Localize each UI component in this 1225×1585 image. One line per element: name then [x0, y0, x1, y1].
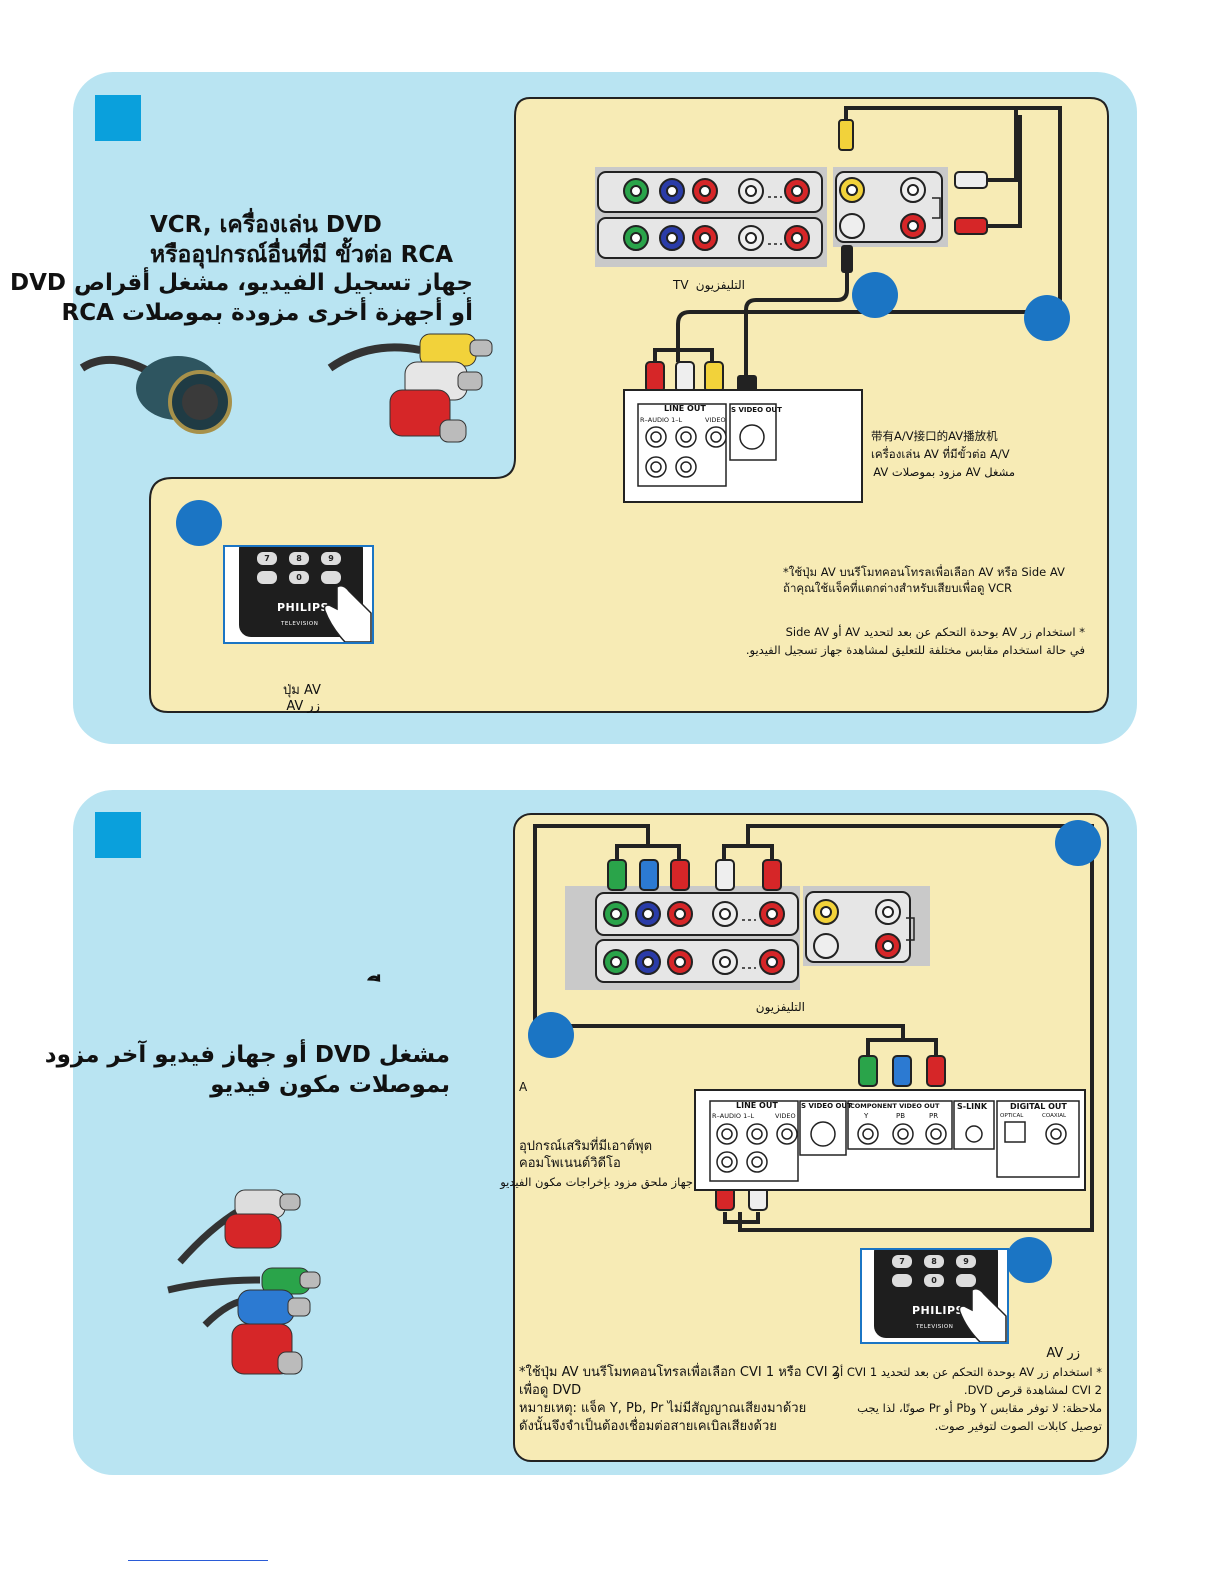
note-ar-p2-3: ملاحظة: لا توفر مقابس Y وPb أو Pr صوتًا،…	[857, 1401, 1102, 1415]
remote-illustration-1: 7 8 9 0 PHILIPS TELEVISION	[223, 545, 374, 644]
key-av-right	[321, 571, 341, 584]
remote-brand-sub: TELEVISION	[281, 621, 319, 627]
device-svideo-out: S VIDEO OUT	[801, 1102, 852, 1110]
device-label-th-1: อุปกรณ์เสริมที่มีเอาต์พุต	[519, 1139, 653, 1154]
step-marker-device	[528, 1012, 574, 1058]
player-video-label: VIDEO	[705, 416, 726, 424]
device-pb-label: PB	[896, 1112, 906, 1120]
key-av	[257, 571, 277, 584]
tv-label-ar: التليفزيون	[695, 278, 745, 292]
button-label-th: ปุ่ม AV	[283, 683, 321, 698]
device-optical: OPTICAL	[1000, 1113, 1024, 1119]
tv-label-en: TV	[673, 278, 689, 292]
note-th-p2-3: หมายเหตุ: แจ็ค Y, Pb, Pr ไม่มีสัญญาณเสีย…	[519, 1401, 807, 1416]
step-marker-remote-1	[176, 500, 222, 546]
note-th-1: *ใช้ปุ่ม AV บนรีโมทคอนโทรลเพื่อเลือก AV …	[783, 565, 1065, 579]
key-av	[892, 1274, 912, 1287]
heading-ar-p2-2: بموصلات مكون فيديو	[210, 1072, 450, 1098]
step-1-marker	[95, 95, 141, 141]
button-label-ar: زر AV	[286, 699, 320, 714]
small-a-label: A	[519, 1080, 528, 1094]
device-y-label: Y	[864, 1112, 869, 1120]
device-video-label: VIDEO	[775, 1112, 796, 1120]
pointing-hand-icon	[323, 584, 372, 642]
heading-ar-p2-1: مشغل DVD أو جهاز فيديو آخر مزود	[44, 1042, 450, 1068]
note-th-p2-2: เพื่อดู DVD	[519, 1383, 582, 1398]
button-label-ar-p2: زر AV	[1046, 1346, 1080, 1361]
tv-label-ar-p2: التليفزيون	[755, 1000, 805, 1014]
player-line-out: LINE OUT	[664, 404, 706, 413]
note-th-p2-4: ดังนั้นจึงจำเป็นต้องเชื่อมต่อสายเคเบิลเส…	[519, 1419, 777, 1434]
note-ar-p2-1: * استخدام زر AV بوحدة التحكم عن بعد لتحد…	[834, 1365, 1103, 1379]
player-label-ar: مشغل AV مزود بموصلات AV	[873, 465, 1015, 479]
heading-th-1: VCR, เครื่องเล่น DVD	[150, 212, 382, 238]
key-9: 9	[321, 552, 341, 565]
device-coaxial: COAXIAL	[1042, 1113, 1067, 1119]
key-0: 0	[289, 571, 309, 584]
step-2-marker	[95, 812, 141, 858]
note-ar-2: في حالة استخدام مقابس مختلفة للتعليق لمش…	[745, 643, 1085, 657]
device-slink: S-LINK	[957, 1102, 988, 1111]
device-label-ar: جهاز ملحق مزود بإخراجات مكون الفيديو	[500, 1175, 693, 1189]
player-svideo-out: S VIDEO OUT	[731, 406, 782, 414]
remote-brand-sub: TELEVISION	[916, 1324, 954, 1330]
remote-illustration-2: 7 8 9 0 PHILIPS TELEVISION	[860, 1248, 1009, 1344]
note-th-2: ถ้าคุณใช้แจ็คที่แตกต่างสำหรับเสียบเพื่อด…	[783, 581, 1012, 595]
player-audio-label: R–AUDIO 1–L	[640, 416, 683, 424]
key-av-right	[956, 1274, 976, 1287]
step-marker-tv-av	[1024, 295, 1070, 341]
device-label-th-2: คอมโพเนนต์วิดีโอ	[519, 1156, 621, 1171]
step-marker-tv-component	[1055, 820, 1101, 866]
device-component-out: COMPONENT VIDEO OUT	[850, 1102, 940, 1110]
step-marker-tv-svideo	[852, 272, 898, 318]
key-0: 0	[924, 1274, 944, 1287]
note-ar-p2-4: توصيل كابلات الصوت لتوفير صوت.	[934, 1419, 1102, 1433]
device-audio-label: R–AUDIO 1–L	[712, 1112, 755, 1120]
heading-ar-2: أو أجهزة أخرى مزودة بموصلات RCA	[61, 300, 474, 326]
key-9: 9	[956, 1255, 976, 1268]
heading-ar-1: جهاز تسجيل الفيديو، مشغل أقراص DVD	[10, 270, 473, 296]
device-pr-label: PR	[929, 1112, 939, 1120]
footer-rule	[128, 1560, 268, 1561]
device-line-out: LINE OUT	[736, 1101, 778, 1110]
heading-th-2: หรืออุปกรณ์อื่นที่มี ขั้วต่อ RCA	[150, 242, 454, 268]
player-label-th: เครื่องเล่น AV ที่มีขั้วต่อ A/V	[871, 447, 1010, 461]
remote-brand: PHILIPS	[912, 1304, 964, 1317]
key-8: 8	[924, 1255, 944, 1268]
remote-brand: PHILIPS	[277, 601, 329, 614]
note-ar-1: * استخدام زر AV بوحدة التحكم عن بعد لتحد…	[785, 625, 1085, 639]
device-digital-out: DIGITAL OUT	[1010, 1102, 1067, 1111]
player-label-zh: 带有A/V接口的AV播放机	[871, 429, 998, 443]
pointing-hand-icon	[958, 1287, 1007, 1342]
key-8: 8	[289, 552, 309, 565]
note-ar-p2-2: CVI 2 لمشاهدة قرص DVD.	[963, 1383, 1102, 1397]
step-marker-remote-2	[1006, 1237, 1052, 1283]
key-7: 7	[892, 1255, 912, 1268]
note-th-p2-1: *ใช้ปุ่ม AV บนรีโมทคอนโทรลเพื่อเลือก CVI…	[519, 1365, 840, 1380]
key-7: 7	[257, 552, 277, 565]
